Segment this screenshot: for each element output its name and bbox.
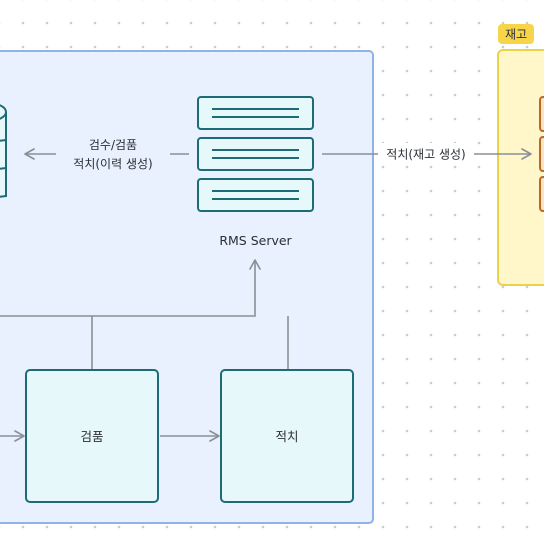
node-stacking xyxy=(220,369,354,503)
edge-label-line2: 적치(이력 생성) xyxy=(73,157,152,171)
inventory-item xyxy=(539,96,544,132)
inventory-tag-label: 재고 xyxy=(505,28,527,42)
database-icon xyxy=(0,104,7,198)
edge-label-inventory: 적치(재고 생성) xyxy=(386,148,465,162)
inventory-item xyxy=(539,176,544,212)
edge-label-line1: 검수/검품 xyxy=(89,138,137,152)
server-label: RMS Server xyxy=(219,233,292,248)
inventory-tag xyxy=(498,24,534,44)
node-inspection-label: 검품 xyxy=(80,429,103,444)
server-icon xyxy=(197,96,314,212)
edge-label-bg xyxy=(56,130,170,176)
node-stacking-label: 적치 xyxy=(275,429,298,444)
inventory-item xyxy=(539,136,544,172)
edge-label-bg xyxy=(378,143,474,165)
inventory-group xyxy=(497,49,544,286)
node-inspection xyxy=(25,369,159,503)
edge-nodes-to-server xyxy=(0,259,261,317)
